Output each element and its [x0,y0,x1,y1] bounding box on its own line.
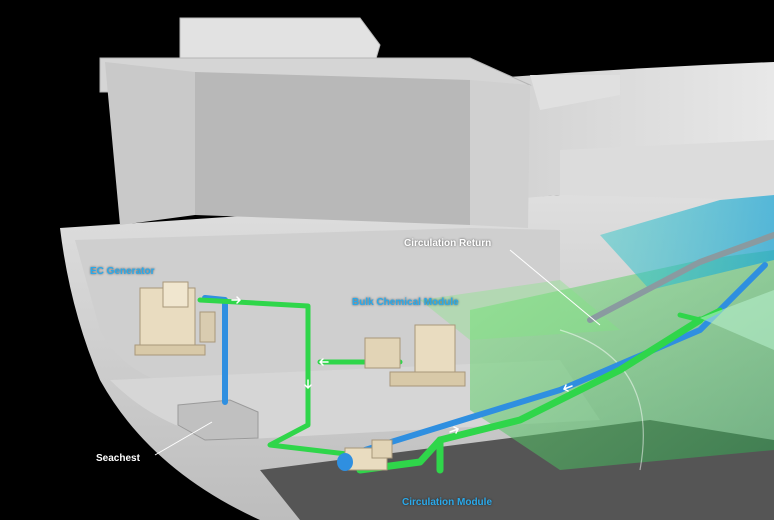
ec-generator-base [135,345,205,355]
ec-generator-cabinet [163,282,188,307]
ec-generator-cell [200,312,215,342]
circulation-inlet [337,453,353,471]
ec-generator-label: EC Generator [90,266,154,277]
deck-block [560,140,774,200]
superstructure-wall-left [105,62,195,225]
chemical-tank-tall [415,325,455,375]
superstructure-wall-front [195,72,470,225]
chemical-skid-base [390,372,465,386]
seachest-label: Seachest [96,453,140,464]
circulation-module-label: Circulation Module [402,497,492,508]
circulation-motor [372,440,392,458]
circulation-return-label: Circulation Return [404,238,491,249]
superstructure-wall-right [470,80,530,228]
superstructure-top [180,18,380,62]
chemical-pump-unit [365,338,400,368]
bulk-chemical-module-label: Bulk Chemical Module [352,297,459,308]
